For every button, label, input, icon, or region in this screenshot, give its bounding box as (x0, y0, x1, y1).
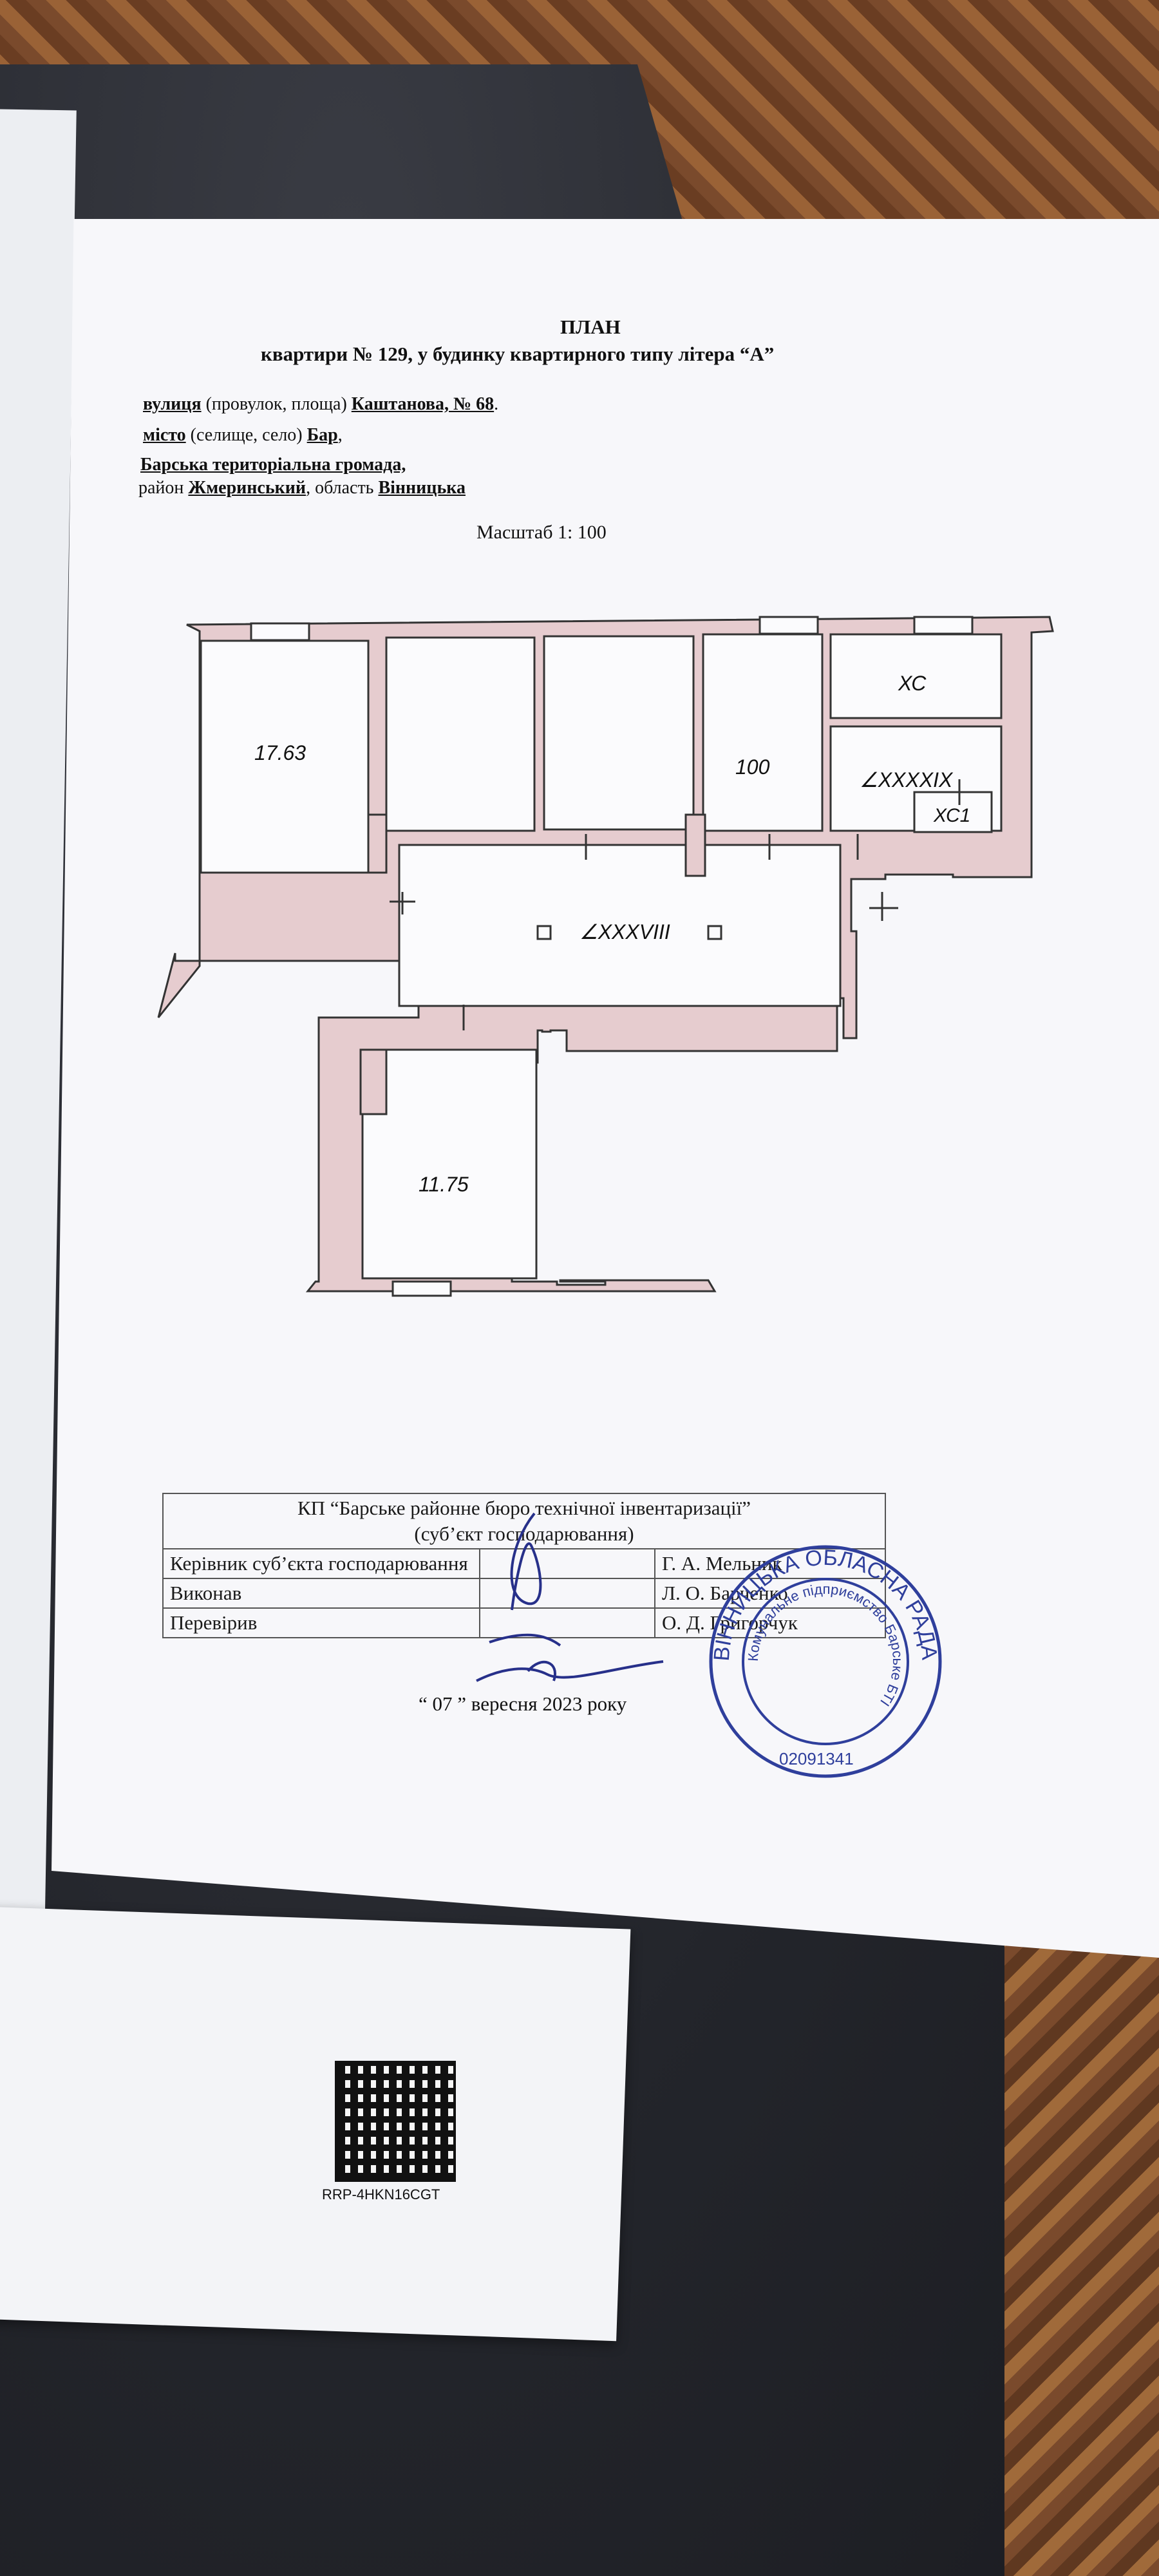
street-hint: (провулок, площа) (201, 394, 352, 414)
document-date: “ 07 ” вересня 2023 року (419, 1692, 627, 1715)
room-label-7: 11.75 (419, 1173, 469, 1196)
room-label-6: ∠ХХХVIII (580, 920, 670, 943)
window-4 (391, 1280, 452, 1297)
signature-cell-3 (479, 1607, 655, 1638)
room-label-4: ∠ХХХХІХ (860, 768, 954, 791)
street-line: вулиця (провулок, площа) Каштанова, № 68… (143, 394, 498, 415)
city-end: , (337, 425, 343, 445)
seal-code: 02091341 (779, 1749, 854, 1768)
window-3 (913, 616, 974, 635)
floor-plan: 17.63 100 ХС ∠ХХХХІХ ХС1 ∠ХХХVIII 11.75 (157, 616, 1054, 1297)
window-1 (250, 622, 310, 641)
role-executed: Виконав (162, 1578, 480, 1609)
street-label: вулиця (143, 394, 202, 414)
room-3 (543, 635, 695, 831)
city-line: місто (селище, село) Бар, (143, 425, 343, 446)
plan-sheet (52, 219, 1159, 1958)
title-block-table: КП “Барське районне бюро технічної інвен… (162, 1493, 886, 1638)
door-marks (390, 779, 961, 1030)
page-subtitle: квартири № 129, у будинку квартирного ти… (261, 343, 775, 365)
pillar-2 (684, 813, 706, 877)
role-checked: Перевірив (162, 1607, 480, 1638)
city-label: місто (143, 425, 186, 445)
room-1 (200, 639, 370, 874)
title-block-header: КП “Барське районне бюро технічної інвен… (162, 1493, 886, 1549)
room-2 (385, 636, 536, 832)
room-xc (829, 633, 1003, 719)
name-head: Г. А. Мельник (654, 1548, 886, 1579)
region-value: Вінницька (378, 478, 466, 498)
district-line: район Жмеринський, область Вінницька (138, 478, 466, 498)
title-block: КП “Барське районне бюро технічної інвен… (162, 1493, 886, 1638)
city-hint: (селище, село) (185, 425, 307, 445)
organization-name: КП “Барське районне бюро технічної інвен… (297, 1497, 751, 1519)
room-xc1 (913, 791, 993, 833)
room-label-2: 100 (735, 755, 770, 779)
entity-note: (суб’єкт господарювання) (414, 1522, 634, 1545)
community-line: Барська територіальна громада, (140, 455, 406, 475)
qr-code-icon (335, 2061, 456, 2182)
carpet-corner (1004, 1868, 1159, 2576)
underlying-page (0, 1906, 631, 2342)
corridor (398, 844, 842, 1007)
windows (250, 616, 974, 1297)
name-executed: Л. О. Барченко (654, 1578, 886, 1609)
role-head: Керівник суб’єкта господарювання (162, 1548, 480, 1579)
signature-cell-2 (479, 1578, 655, 1609)
pillar-1 (367, 813, 388, 874)
district-value: Жмеринський (188, 478, 306, 498)
room-4 (702, 633, 824, 832)
signature-icon (476, 1512, 664, 1682)
column-marker-2 (707, 925, 722, 940)
name-checked: О. Д. Григорчук (654, 1607, 886, 1638)
page-title: ПЛАН (560, 316, 621, 338)
room-label-5: ХС1 (933, 805, 970, 826)
district-mid: , область (306, 478, 379, 498)
community-value: Барська територіальна громада, (140, 455, 406, 475)
street-value: Каштанова, № 68 (351, 394, 495, 414)
room-label-3: ХС (898, 672, 927, 695)
room-bottom (361, 1048, 538, 1280)
column-marker-1 (536, 925, 552, 940)
room-label-1: 17.63 (254, 741, 306, 764)
round-seal-icon: ВІННИЦЬКА ОБЛАСНА РАДА Комунальне підпри… (709, 1545, 942, 1778)
window-2 (759, 616, 819, 635)
qr-code-label: RRP-4HKN16CGT (322, 2186, 440, 2202)
scale-label: Масштаб 1: 100 (476, 522, 607, 543)
signature-cell-1 (479, 1548, 655, 1579)
street-end: . (494, 394, 499, 414)
pillar-3 (359, 1048, 388, 1115)
city-value: Бар (306, 425, 338, 445)
district-label: район (138, 478, 189, 498)
